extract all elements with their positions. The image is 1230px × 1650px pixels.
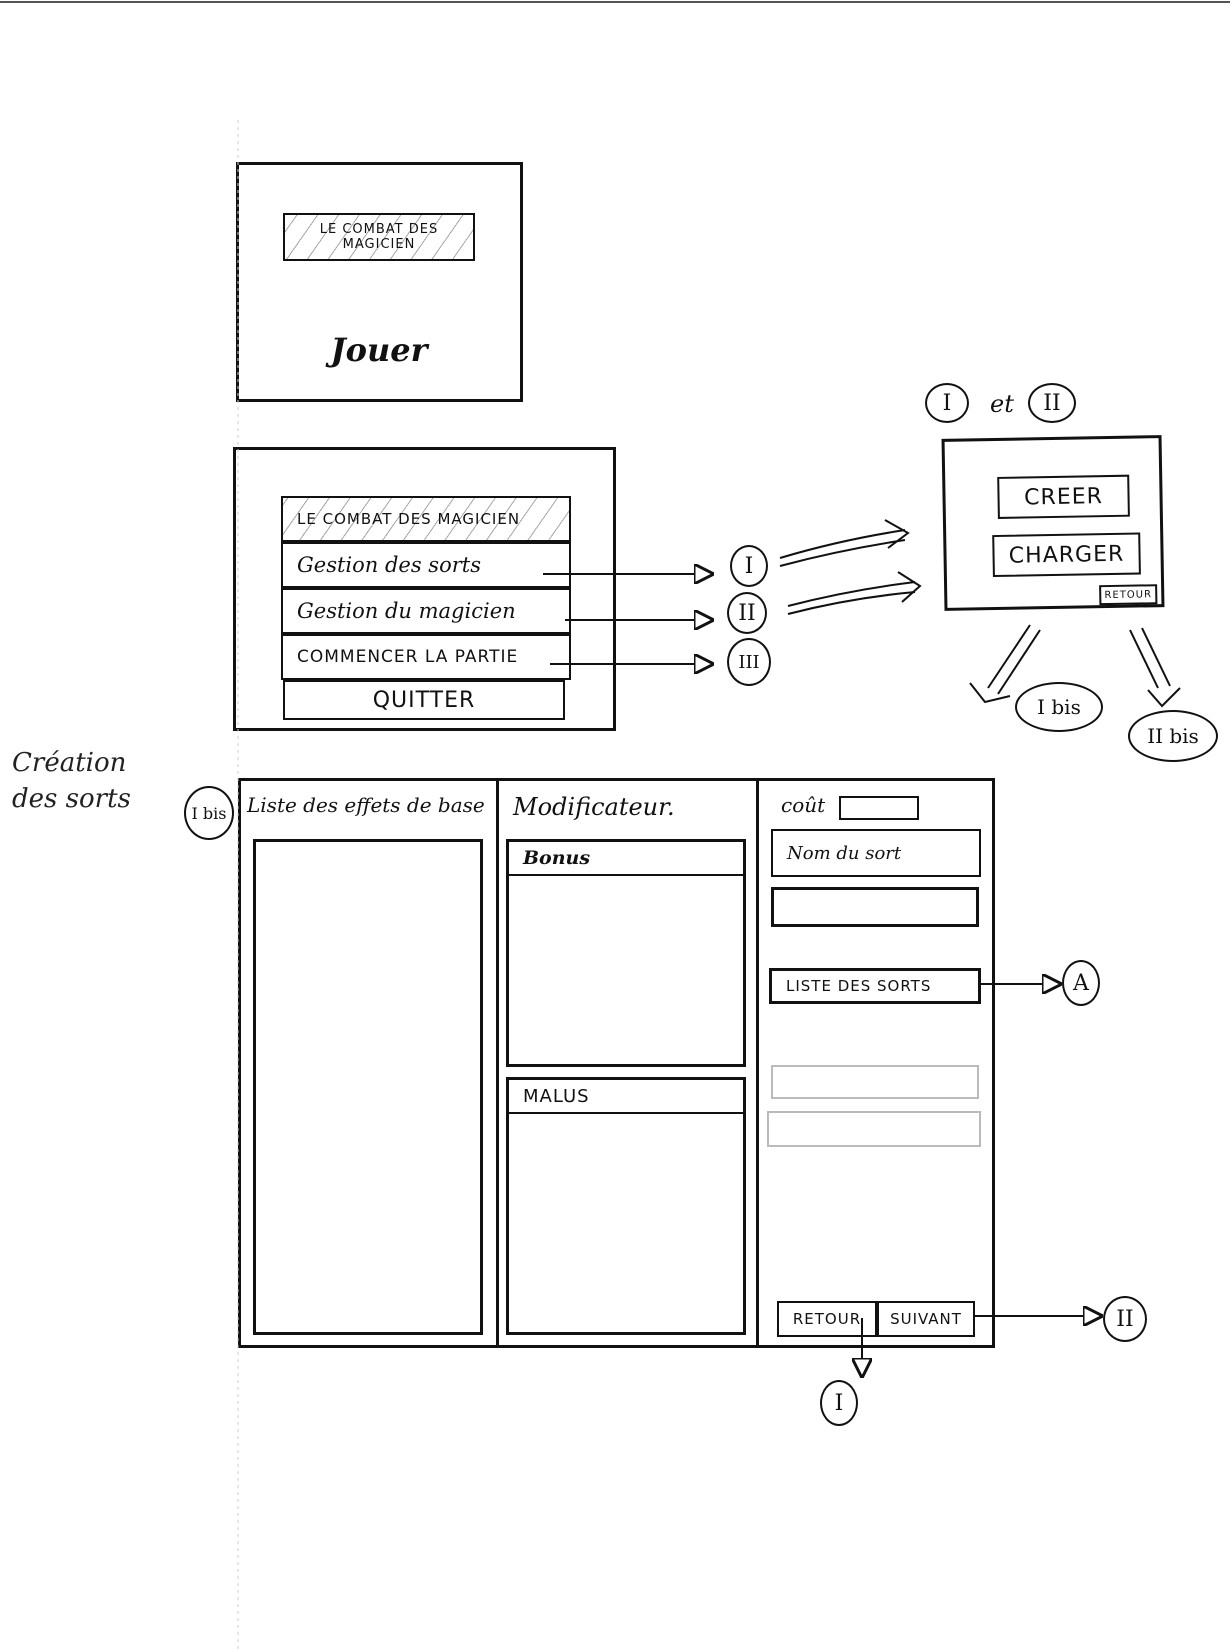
menu-item-label: Gestion des sorts <box>297 553 481 577</box>
marker-label: II bis <box>1147 724 1199 748</box>
menu-item-label: Gestion du magicien <box>297 599 516 623</box>
spell-list-marker: A <box>1062 960 1100 1006</box>
menu-item-quitter[interactable]: QUITTER <box>283 680 565 720</box>
bonus-label-row: Bonus <box>509 842 743 876</box>
double-arrow-to-i-bis-head <box>969 682 1011 704</box>
column-divider <box>496 781 499 1345</box>
marker-label: III <box>738 651 760 673</box>
menu-item-label: COMMENCER LA PARTIE <box>297 647 519 667</box>
effects-listbox[interactable] <box>253 839 483 1335</box>
back-label: RETOUR <box>792 1310 862 1328</box>
side-note-line-1: Création <box>12 748 127 778</box>
spell-next-button[interactable]: SUIVANT <box>877 1301 975 1337</box>
game-title-banner: LE COMBAT DES MAGICIEN <box>283 213 475 261</box>
back-label: RETOUR <box>1104 588 1153 601</box>
create-label: CREER <box>1023 483 1104 510</box>
play-button[interactable]: Jouer <box>319 325 439 375</box>
marker-label: I bis <box>1037 695 1081 719</box>
marker-iii-circle: III <box>727 638 771 686</box>
spell-screen-marker: I bis <box>184 786 234 840</box>
marker-label: I bis <box>191 803 227 823</box>
cost-label: coût <box>781 793 826 817</box>
menu-title-text: LE COMBAT DES MAGICIEN <box>297 510 521 528</box>
side-note-line-2: des sorts <box>12 784 131 814</box>
marker-label: II <box>738 600 756 626</box>
double-arrow-to-ii-bis <box>1129 627 1171 689</box>
cost-field[interactable] <box>839 796 919 820</box>
double-arrow-to-ii-bis-head <box>1147 687 1181 708</box>
load-button[interactable]: CHARGER <box>992 532 1141 578</box>
malus-panel: MALUS <box>506 1077 746 1335</box>
spell-list-label: LISTE DES SORTS <box>786 977 932 995</box>
load-label: CHARGER <box>1008 541 1125 569</box>
spell-back-button[interactable]: RETOUR <box>777 1301 877 1337</box>
play-label: Jouer <box>330 331 428 369</box>
spell-name-label-box: Nom du sort <box>771 829 981 877</box>
malus-label-row: MALUS <box>509 1080 743 1114</box>
next-marker: II <box>1103 1296 1147 1342</box>
back-marker: I <box>820 1380 858 1426</box>
column-divider <box>756 781 759 1345</box>
menu-item-gestion-magicien[interactable]: Gestion du magicien <box>281 588 571 634</box>
next-label: SUIVANT <box>890 1310 962 1328</box>
marker-label: A <box>1073 970 1089 996</box>
result-marker-i-bis: I bis <box>1015 682 1103 732</box>
menu-item-label: QUITTER <box>372 687 476 713</box>
heading-et: et <box>990 390 1014 418</box>
double-arrow-i-head <box>884 519 910 549</box>
marker-label: I <box>744 553 754 579</box>
malus-label: MALUS <box>523 1085 590 1107</box>
back-button[interactable]: RETOUR <box>1099 584 1158 606</box>
faded-button-1[interactable] <box>771 1065 979 1099</box>
marker-i-circle: I <box>730 545 768 587</box>
marker-label: I <box>942 390 952 416</box>
double-arrow-ii-head <box>897 571 922 603</box>
screen-spell-creation: Liste des effets de base Modificateur. B… <box>238 778 995 1348</box>
spell-name-input[interactable] <box>771 887 979 927</box>
result-marker-ii-bis: II bis <box>1128 710 1218 762</box>
spell-name-label: Nom du sort <box>787 842 902 864</box>
bonus-label: Bonus <box>523 847 591 869</box>
create-button[interactable]: CREER <box>997 474 1130 519</box>
game-title-text: LE COMBAT DES MAGICIEN <box>319 222 439 252</box>
double-arrow-ii <box>787 581 916 615</box>
effects-list-header: Liste des effets de base <box>247 793 485 817</box>
faded-button-2[interactable] <box>767 1111 981 1147</box>
marker-label: I <box>834 1390 844 1416</box>
marker-ii-circle: II <box>727 592 767 634</box>
double-arrow-to-i-bis <box>987 624 1041 695</box>
marker-label: II <box>1116 1306 1134 1332</box>
menu-title-banner: LE COMBAT DES MAGICIEN <box>281 496 571 542</box>
menu-item-commencer-partie[interactable]: COMMENCER LA PARTIE <box>281 634 571 680</box>
bonus-panel: Bonus <box>506 839 746 1067</box>
marker-label: II <box>1043 390 1061 416</box>
side-note: Création des sorts <box>12 745 131 817</box>
screen-main-menu: LE COMBAT DES MAGICIEN Gestion des sorts… <box>233 447 616 731</box>
screen-create-load: CREER CHARGER RETOUR <box>941 435 1165 611</box>
menu-item-gestion-sorts[interactable]: Gestion des sorts <box>281 542 571 588</box>
spell-list-button[interactable]: LISTE DES SORTS <box>769 968 981 1004</box>
heading-marker-ii: II <box>1028 383 1076 423</box>
heading-marker-i: I <box>925 383 969 423</box>
screen-jouer: LE COMBAT DES MAGICIEN Jouer <box>236 162 523 402</box>
modifiers-header: Modificateur. <box>513 793 675 821</box>
double-arrow-i <box>779 529 906 567</box>
